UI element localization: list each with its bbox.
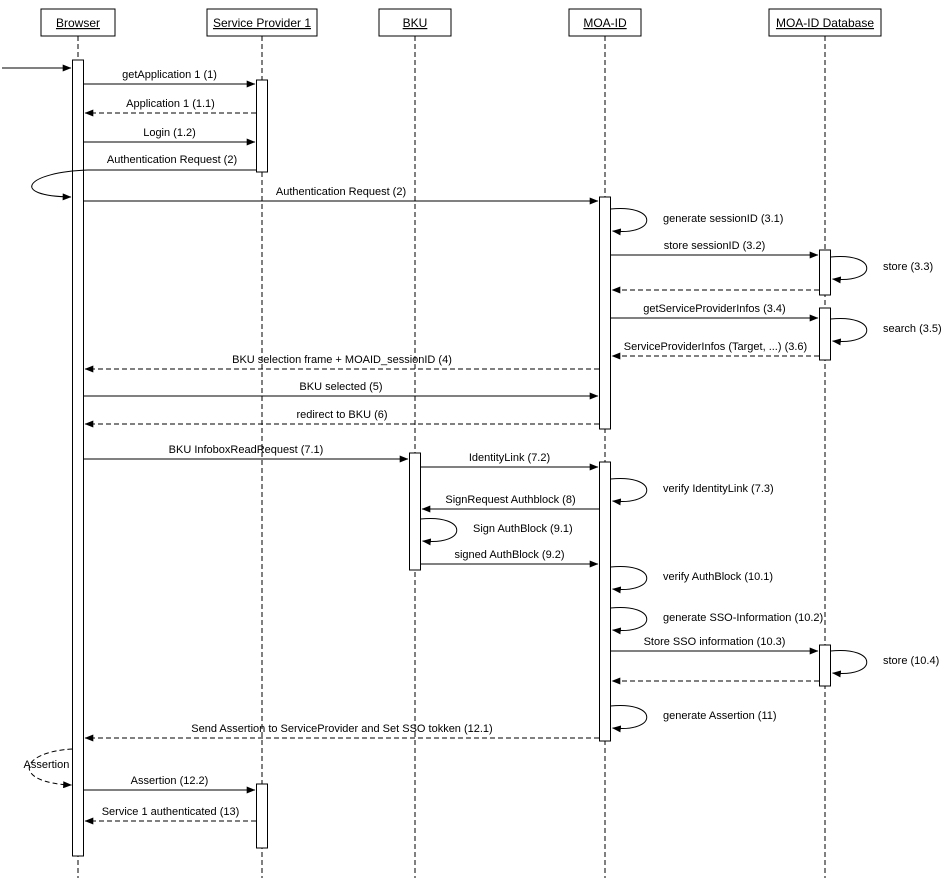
message-label: Authentication Request (2) (276, 186, 406, 198)
message-label: BKU InfoboxReadRequest (7.1) (169, 444, 324, 456)
message-label: Store SSO information (10.3) (644, 636, 786, 648)
message-label: ServiceProviderInfos (Target, ...) (3.6) (624, 341, 807, 353)
self-message-loop (610, 704, 648, 733)
activation-bar-moa-id-database (819, 249, 831, 296)
lifeline-head-browser (40, 8, 116, 37)
self-message-loop (830, 649, 868, 678)
self-message-label: verify AuthBlock (10.1) (663, 571, 773, 583)
self-message-label: verify IdentityLink (7.3) (663, 483, 774, 495)
message-label: Send Assertion to ServiceProvider and Se… (191, 723, 492, 735)
self-message-label: store (10.4) (883, 655, 939, 667)
lifeline-title-browser: Browser (56, 16, 100, 30)
activation-bar-browser (72, 59, 84, 857)
self-message-label: search (3.5) (883, 323, 942, 335)
self-message-label: generate Assertion (11) (663, 710, 777, 722)
self-message-loop (610, 606, 648, 635)
self-message-label: store (3.3) (883, 261, 933, 273)
self-message-loop (420, 517, 458, 546)
lifeline-title-moa-id: MOA-ID (583, 16, 627, 30)
self-message-loop (830, 255, 868, 284)
lifeline-title-moa-id-database: MOA-ID Database (776, 16, 874, 30)
activation-bar-service-provider (256, 79, 268, 173)
redirect-curve (31, 169, 89, 201)
lifeline-head-moa-id-database (768, 8, 882, 37)
self-message-loop (830, 317, 868, 346)
self-message-label: Sign AuthBlock (9.1) (473, 523, 573, 535)
activation-bar-moa-id-database (819, 307, 831, 361)
self-message-loop (610, 477, 648, 506)
message-label: redirect to BKU (6) (296, 409, 387, 421)
activation-bar-moa-id (599, 461, 611, 742)
activation-bar-moa-id (599, 196, 611, 430)
message-label: store sessionID (3.2) (664, 240, 765, 252)
lifeline-head-moa-id (568, 8, 642, 37)
message-label: SignRequest Authblock (8) (445, 494, 575, 506)
self-message-loop (28, 748, 73, 789)
message-label: Authentication Request (2) (107, 154, 237, 166)
lifeline-title-bku: BKU (403, 16, 428, 30)
message-label: getApplication 1 (1) (122, 69, 217, 81)
message-label: Assertion (12.2) (131, 775, 209, 787)
lifeline-title-service-provider: Service Provider 1 (213, 16, 311, 30)
self-message-label: generate SSO-Information (10.2) (663, 612, 823, 624)
self-message-loop (610, 565, 648, 594)
message-label: BKU selected (5) (299, 381, 382, 393)
self-message-loop (610, 207, 648, 236)
message-label: Login (1.2) (143, 127, 196, 139)
diagram-root: getApplication 1 (1) Application 1 (1.1) L… (2, 8, 942, 878)
lifeline-head-service-provider (206, 8, 318, 37)
message-label: signed AuthBlock (9.2) (454, 549, 564, 561)
message-label: getServiceProviderInfos (3.4) (643, 303, 785, 315)
self-message-label: generate sessionID (3.1) (663, 213, 783, 225)
activation-bar-service-provider (256, 783, 268, 849)
self-message-label: Assertion (24, 759, 70, 771)
activation-bar-moa-id-database (819, 644, 831, 687)
message-label: BKU selection frame + MOAID_sessionID (4… (232, 354, 452, 366)
message-label: Application 1 (1.1) (126, 98, 215, 110)
message-label: IdentityLink (7.2) (469, 452, 550, 464)
lifeline-head-bku (378, 8, 452, 37)
message-label: Service 1 authenticated (13) (102, 806, 240, 818)
activation-bar-bku (409, 452, 421, 571)
